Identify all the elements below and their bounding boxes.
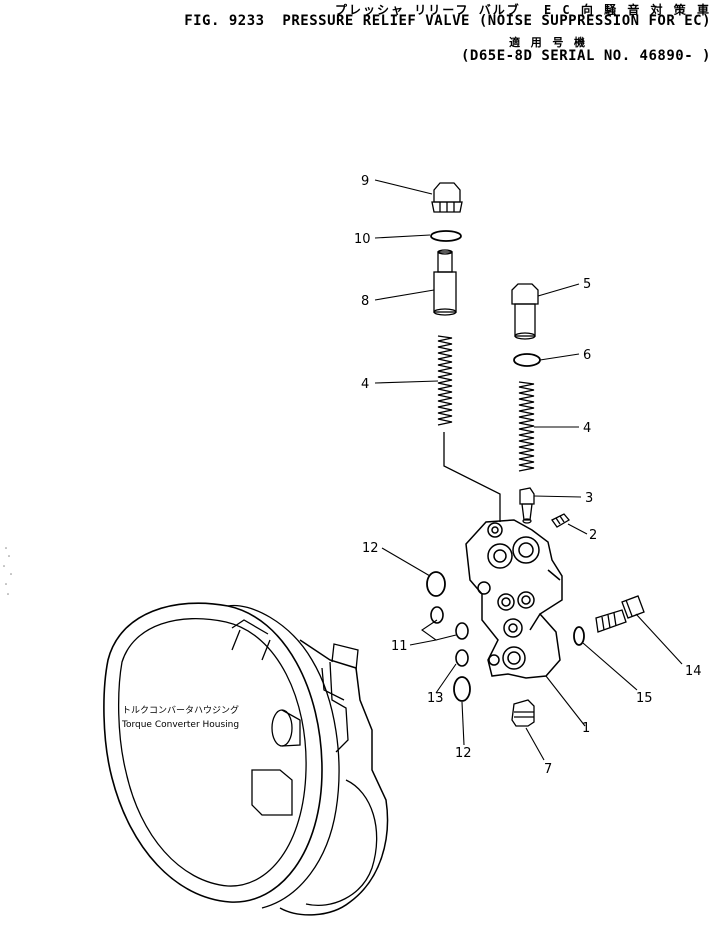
o-ring-part-11-a — [430, 606, 444, 624]
assembly-guide-line — [443, 432, 501, 522]
o-ring-part-13 — [455, 649, 469, 667]
callout-labels: 9 10 8 4 5 6 4 3 2 12 11 13 12 14 15 1 7 — [354, 174, 702, 777]
torque-converter-housing — [103, 602, 389, 916]
callout-2: 2 — [589, 528, 597, 543]
figure-title-japanese: プレッシャ リリーフ バルブ E C 向 騒 音 対 策 車 — [335, 3, 711, 17]
callout-9: 9 — [361, 174, 369, 189]
callout-11: 11 — [391, 639, 408, 654]
leader-lines — [374, 179, 683, 761]
o-ring-part-6 — [513, 353, 541, 367]
callout-13: 13 — [427, 691, 444, 706]
washer-part-15 — [573, 626, 585, 646]
spring-part-4-left — [437, 335, 453, 426]
spring-part-4-right — [518, 381, 535, 472]
applicability-label-japanese: 適 用 号 機 — [509, 36, 587, 49]
callout-1: 1 — [582, 721, 590, 736]
o-ring-part-12-upper — [426, 571, 446, 597]
callout-12-lower: 12 — [455, 746, 472, 761]
callout-6: 6 — [583, 348, 591, 363]
bolt-part-14 — [595, 595, 645, 633]
callout-7: 7 — [544, 762, 552, 777]
plug-part-5 — [511, 283, 539, 340]
plug-part-2 — [551, 513, 570, 528]
callout-10: 10 — [354, 232, 371, 247]
callout-14: 14 — [685, 664, 702, 679]
housing-label: Torque Converter Housing — [121, 720, 239, 730]
plug-part-7 — [511, 699, 535, 727]
o-ring-part-11-b — [455, 622, 469, 640]
piston-part-8 — [433, 249, 457, 316]
callout-4-left: 4 — [361, 377, 369, 392]
callout-4-right: 4 — [583, 421, 591, 436]
figure-title: FIG. 9233 PRESSURE RELIEF VALVE (NOISE S… — [184, 13, 711, 29]
scan-specks — [3, 547, 12, 595]
callout-15: 15 — [636, 691, 653, 706]
o-ring-part-10 — [430, 230, 462, 242]
callout-12-upper: 12 — [362, 541, 379, 556]
housing-label-japanese: トルクコンバータハウジング — [122, 704, 239, 716]
serial-range: (D65E-8D SERIAL NO. 46890- ) — [460, 48, 711, 64]
o-ring-part-12-lower — [453, 676, 471, 702]
valve-part-3 — [519, 487, 535, 524]
plug-part-9 — [431, 182, 463, 213]
callout-8: 8 — [361, 294, 369, 309]
callout-5: 5 — [583, 277, 591, 292]
valve-body-part-1 — [465, 519, 563, 679]
callout-3: 3 — [585, 491, 593, 506]
